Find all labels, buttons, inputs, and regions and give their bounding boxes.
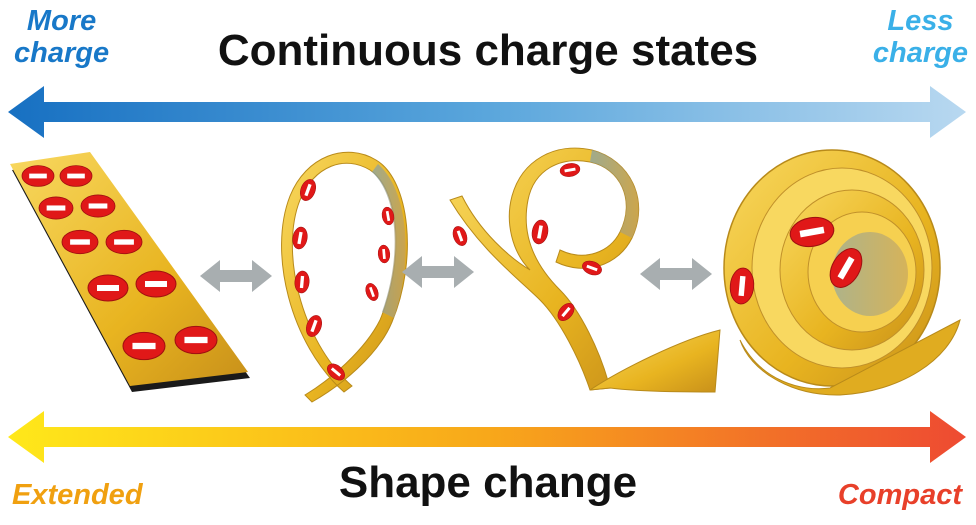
extended-label: Extended <box>12 479 143 511</box>
double-arrow-icon <box>402 256 474 288</box>
compact-label: Compact <box>837 479 962 511</box>
ribbon-spiral <box>723 149 961 396</box>
shape-change-title: Shape change <box>338 458 638 507</box>
more-charge-label-line-1: More <box>26 5 97 37</box>
more-charge-label: More charge <box>14 5 110 70</box>
ribbon-curl <box>449 147 721 393</box>
more-charge-label-line-2: charge <box>14 36 110 69</box>
less-charge-label: Less charge <box>872 5 968 70</box>
flat-sheet <box>10 152 250 392</box>
ribbon-loop <box>281 151 408 403</box>
double-arrow-icon <box>200 260 272 292</box>
less-charge-label-line-2: charge <box>872 36 968 69</box>
charge-state-arrow <box>8 86 966 138</box>
less-charge-label-line-1: Less <box>887 5 954 37</box>
charge-states-title: Continuous charge states <box>217 26 759 75</box>
double-arrow-icon <box>640 258 712 290</box>
shape-change-arrow <box>8 411 966 463</box>
negative-charge-disc-icon <box>290 176 396 384</box>
